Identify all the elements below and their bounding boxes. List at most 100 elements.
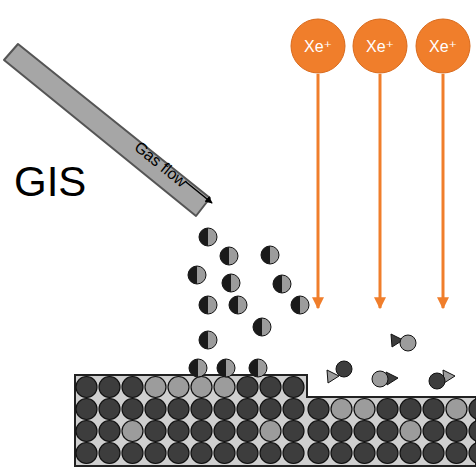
substrate-atom <box>469 443 476 464</box>
substrate-atom <box>122 399 143 420</box>
substrate-atom <box>260 399 281 420</box>
substrate-atom <box>237 399 258 420</box>
substrate-atom <box>331 443 352 464</box>
substrate-atom <box>423 399 444 420</box>
substrate-atom <box>283 421 304 442</box>
substrate-atom <box>446 421 467 442</box>
gas-molecule <box>199 331 217 349</box>
substrate-atom <box>446 399 467 420</box>
substrate-atom <box>283 377 304 398</box>
sputtered-particle <box>429 370 455 389</box>
gas-molecule <box>261 246 279 264</box>
ion-circle: Xe⁺ <box>352 18 408 74</box>
substrate-atom <box>191 421 212 442</box>
substrate-atom <box>122 443 143 464</box>
gas-molecule <box>222 274 240 292</box>
substrate-atom <box>377 443 398 464</box>
gas-molecule <box>229 296 247 314</box>
substrate-atom <box>237 421 258 442</box>
substrate-atom <box>145 421 166 442</box>
substrate-atom <box>214 421 235 442</box>
ion-beams <box>318 74 443 308</box>
substrate <box>75 375 476 466</box>
gas-molecules <box>188 228 309 377</box>
ion-circle: Xe⁺ <box>415 18 471 74</box>
ion-label: Xe⁺ <box>304 37 332 56</box>
gas-molecule <box>220 247 238 265</box>
substrate-atom <box>308 443 329 464</box>
substrate-atom <box>283 443 304 464</box>
substrate-atom <box>260 443 281 464</box>
substrate-atom <box>237 377 258 398</box>
substrate-atom <box>191 399 212 420</box>
gas-molecule <box>273 275 291 293</box>
substrate-atom <box>145 399 166 420</box>
gas-molecule <box>188 266 206 284</box>
substrate-atom <box>122 377 143 398</box>
substrate-atom <box>331 421 352 442</box>
substrate-atom <box>308 399 329 420</box>
substrate-atom <box>76 399 97 420</box>
substrate-atom <box>400 421 421 442</box>
substrate-atom <box>354 399 375 420</box>
ion-beam-arrow <box>317 74 320 308</box>
substrate-atom <box>423 421 444 442</box>
substrate-atom <box>99 421 120 442</box>
sputtered-particle <box>372 371 398 387</box>
substrate-atom <box>237 443 258 464</box>
substrate-atom <box>260 421 281 442</box>
substrate-atom <box>377 421 398 442</box>
substrate-atom <box>145 377 166 398</box>
substrate-atom <box>214 443 235 464</box>
substrate-atom <box>354 421 375 442</box>
substrate-atom <box>446 443 467 464</box>
gas-molecule <box>189 359 207 377</box>
substrate-atom <box>122 421 143 442</box>
gas-molecule <box>217 359 235 377</box>
gas-molecule <box>199 228 217 246</box>
substrate-atom <box>214 399 235 420</box>
ion-label: Xe⁺ <box>429 37 457 56</box>
substrate-atom <box>400 399 421 420</box>
sputtered-particle <box>391 334 416 351</box>
substrate-atom <box>191 377 212 398</box>
substrate-atom <box>99 399 120 420</box>
substrate-atom <box>168 377 189 398</box>
gas-molecule <box>199 296 217 314</box>
substrate-atom <box>308 421 329 442</box>
substrate-atom <box>145 443 166 464</box>
substrate-atom <box>76 421 97 442</box>
substrate-atom <box>260 377 281 398</box>
sputtered-particles <box>327 334 455 389</box>
substrate-atom <box>400 443 421 464</box>
gas-flow-arrow <box>186 182 212 203</box>
substrate-atom <box>354 443 375 464</box>
substrate-atom <box>76 377 97 398</box>
ion-label: Xe⁺ <box>366 37 394 56</box>
substrate-atom <box>469 421 476 442</box>
gas-molecule <box>249 359 267 377</box>
gis-nozzle <box>4 44 210 216</box>
substrate-atom <box>191 443 212 464</box>
substrate-atom <box>469 399 476 420</box>
substrate-atom <box>377 399 398 420</box>
substrate-atom <box>99 377 120 398</box>
substrate-atom <box>168 399 189 420</box>
substrate-atom <box>76 443 97 464</box>
gas-molecule <box>253 318 271 336</box>
substrate-atom <box>168 421 189 442</box>
sputtered-particle <box>327 361 352 383</box>
substrate-atom <box>331 399 352 420</box>
ion-circle: Xe⁺ <box>290 18 346 74</box>
substrate-atoms <box>76 377 476 464</box>
substrate-atom <box>214 377 235 398</box>
ion-beam-arrow <box>442 74 445 308</box>
substrate-atom <box>283 399 304 420</box>
gis-label: GIS <box>14 158 86 206</box>
ion-beam-arrow <box>379 74 382 308</box>
gas-molecule <box>291 296 309 314</box>
substrate-atom <box>99 443 120 464</box>
